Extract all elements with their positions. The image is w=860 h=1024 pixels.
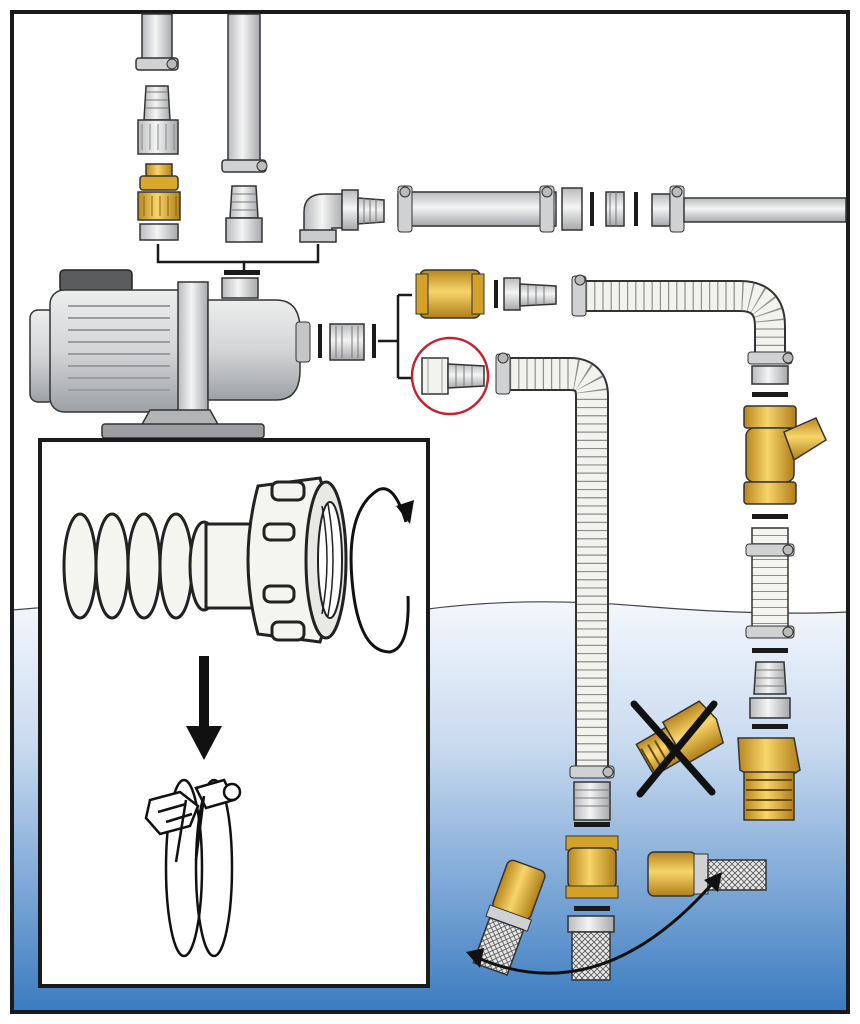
short-hose-segment [745, 527, 795, 729]
outer-frame [10, 10, 850, 1014]
cross-out-icon [630, 700, 718, 798]
foot-valve-center [565, 835, 619, 981]
check-valve [415, 269, 557, 319]
garden-pump [29, 269, 311, 439]
garden-hose-coupling [137, 163, 181, 241]
inset-hose-clamps [144, 778, 242, 958]
spiral-suction-hose-long [495, 352, 615, 827]
spiral-suction-hose-right [571, 274, 794, 397]
highlight-ring [410, 336, 490, 416]
curved-double-arrow-icon [466, 872, 722, 975]
arrow-down-icon [186, 656, 222, 760]
foot-valve-right [737, 737, 801, 821]
wrong-valve-crossed [630, 700, 725, 798]
rotate-clockwise-icon [349, 487, 414, 654]
elbow-fitting [299, 189, 385, 243]
discharge-pipe [397, 185, 847, 233]
inset-detail-box [38, 438, 430, 988]
y-strainer-filter [743, 405, 827, 519]
inlet-gasket [224, 270, 260, 275]
upright-pipe-center [221, 13, 268, 243]
hose-nozzle-highlighted [410, 336, 490, 416]
pump-outlet-nipple [318, 323, 376, 361]
upright-suction-hose-left [135, 13, 179, 155]
inset-union-nut [246, 476, 348, 644]
outlet-bracket [378, 293, 412, 380]
